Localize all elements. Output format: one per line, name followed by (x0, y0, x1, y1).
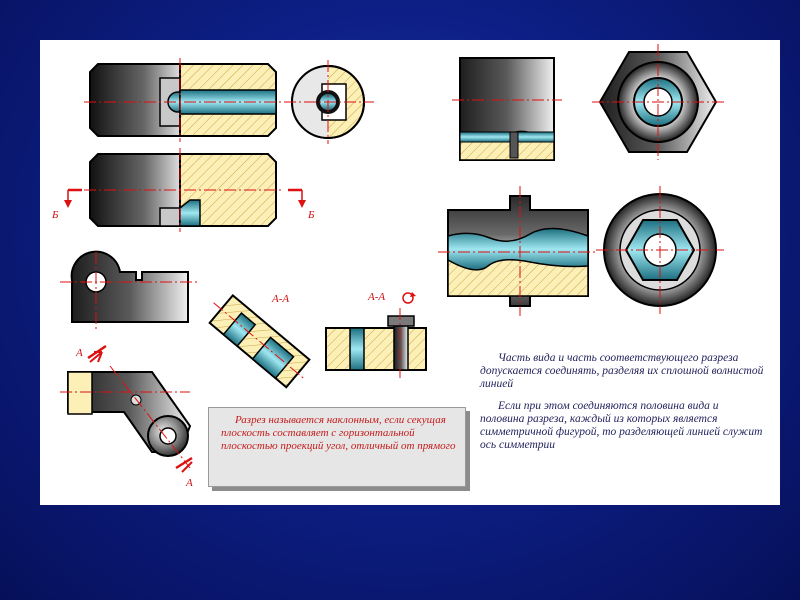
hex-nut-view (592, 44, 724, 160)
section-title-aa-1: А-А (271, 293, 289, 305)
inclined-section-a-a: А-А (208, 293, 311, 389)
shaft-drawing-middle: Б Б (51, 148, 315, 232)
shaft-drawing-top (84, 58, 282, 142)
section-label-b-left: Б (51, 209, 59, 221)
section-a-a-rotated: А-А (325, 291, 427, 378)
section-title-aa-2: А-А (367, 291, 385, 303)
explanation-paragraph-2: Если при этом соединяются половина вида … (480, 400, 763, 451)
definition-note-box: Разрез называется наклонным, если секуща… (208, 407, 466, 487)
section-label-b-right: Б (307, 209, 315, 221)
lever-bracket-drawing (60, 250, 200, 332)
angled-lever-drawing: А А (60, 344, 193, 489)
bushing-half-view-half-section (438, 186, 598, 316)
definition-note-text: Разрез называется наклонным, если секуща… (221, 414, 456, 452)
shaft-end-view (284, 60, 374, 144)
explanation-paragraph-1: Часть вида и часть соответствующего разр… (480, 352, 764, 390)
slide-content-area: Б Б А-А А-А (40, 40, 780, 505)
rotation-sign-icon (402, 292, 414, 304)
technical-drawings: Б Б А-А А-А (51, 44, 724, 489)
bushing-part-view-part-section (452, 57, 562, 161)
arrow-label-a-top: А (75, 347, 83, 359)
arrow-label-a-bottom: А (185, 477, 193, 489)
hex-socket-view (596, 186, 724, 314)
explanation-text-block: Часть вида и часть соответствующего разр… (480, 352, 765, 461)
